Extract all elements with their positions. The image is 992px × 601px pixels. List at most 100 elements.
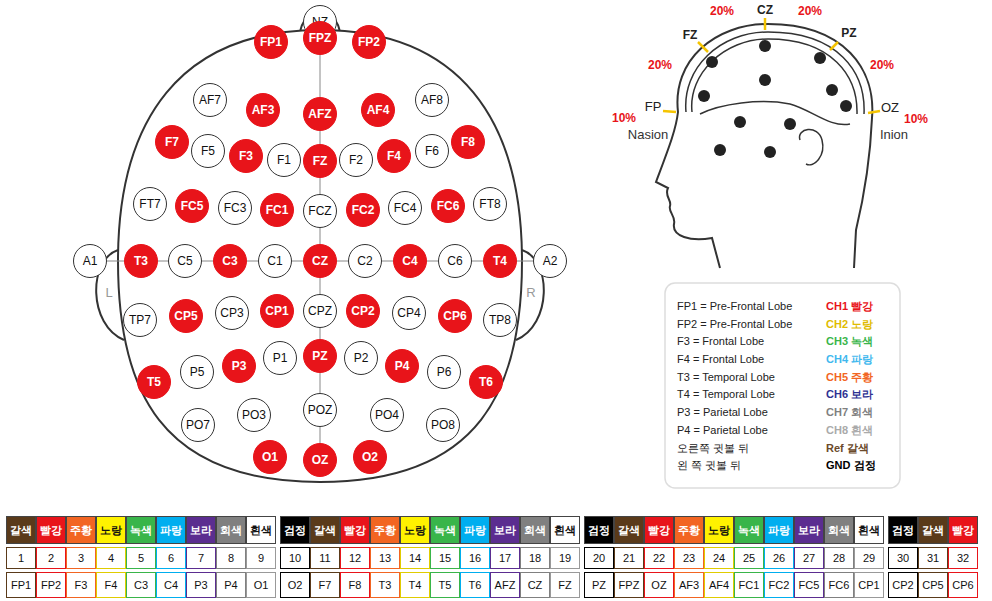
electrode-circle: T5 <box>137 365 171 399</box>
color-cell: 파랑 <box>764 516 794 544</box>
electrode-name: F3 <box>75 580 88 591</box>
electrode-circle: F8 <box>451 125 485 159</box>
electrode-circle: PO3 <box>237 398 271 432</box>
color-cell: 흰색 <box>246 516 276 544</box>
color-name: 녹색 <box>434 525 456 536</box>
color-name: 흰색 <box>250 525 272 536</box>
side-view-label: OZ <box>881 101 899 115</box>
electrode-circle: FC5 <box>175 189 209 223</box>
legend-channel: CH5 주황 <box>826 371 873 383</box>
electrode-label: CP1 <box>265 305 288 317</box>
electrode-name-cell: AF3 <box>674 572 704 598</box>
electrode-label: T6 <box>479 376 493 388</box>
color-name: 주황 <box>70 525 92 536</box>
channel-number: 19 <box>559 553 571 564</box>
channel-number: 8 <box>228 553 234 564</box>
electrode-circle: TP8 <box>483 303 517 337</box>
color-cell: 갈색 <box>614 516 644 544</box>
color-cell: 검정 <box>888 516 918 544</box>
color-cell: 주황 <box>66 516 96 544</box>
channel-number-cell: 16 <box>460 547 490 569</box>
channel-number-cell: 23 <box>674 547 704 569</box>
electrode-label: F3 <box>239 150 253 162</box>
channel-number-cell: 27 <box>794 547 824 569</box>
electrode-circle: P6 <box>427 355 461 389</box>
electrode-name-cell: AF4 <box>704 572 734 598</box>
electrode-label: AFZ <box>308 108 331 120</box>
electrode-circle: C6 <box>438 244 472 278</box>
electrode-circle: C4 <box>393 244 427 278</box>
electrode-circle: AF4 <box>361 93 395 127</box>
legend-channel: CH3 녹색 <box>826 335 873 347</box>
side-view-label: PZ <box>841 27 856 40</box>
color-name: 흰색 <box>858 525 880 536</box>
legend-site: P3 = Parietal Lobe <box>677 406 768 418</box>
electrode-name-cell: CP5 <box>918 572 948 598</box>
legend-channel: Ref 갈색 <box>826 442 869 454</box>
side-view-label: CZ <box>757 4 773 17</box>
legend-channel: CH8 흰색 <box>826 424 873 436</box>
electrode-circle: FT8 <box>473 187 507 221</box>
color-name: 보라 <box>190 525 212 536</box>
electrode-name: FZ <box>558 580 571 591</box>
channel-number-cell: 8 <box>216 547 246 569</box>
electrode-circle: F1 <box>267 143 301 177</box>
channel-number-cell: 21 <box>614 547 644 569</box>
electrode-circle: C3 <box>213 244 247 278</box>
channel-number: 29 <box>863 553 875 564</box>
electrode-circle: CP3 <box>215 296 249 330</box>
legend-channel: CH4 파랑 <box>826 353 873 365</box>
electrode-label: AF8 <box>421 94 443 106</box>
electrode-name: FC2 <box>769 580 790 591</box>
channel-number: 25 <box>743 553 755 564</box>
electrode-circle: T4 <box>483 244 517 278</box>
electrode-label: FC5 <box>181 200 204 212</box>
electrode-circle: F2 <box>339 143 373 177</box>
channel-number: 4 <box>108 553 114 564</box>
electrode-name: FP1 <box>11 580 31 591</box>
channel-number: 14 <box>409 553 421 564</box>
electrode-circle: TP7 <box>123 303 157 337</box>
electrode-circle: C1 <box>258 244 292 278</box>
color-name: 노랑 <box>100 525 122 536</box>
electrode-name-cell: O2 <box>280 572 310 598</box>
color-name: 빨강 <box>648 525 670 536</box>
electrode-name-cell: O1 <box>246 572 276 598</box>
electrode-name: AF4 <box>709 580 729 591</box>
electrode-circle: AFZ <box>303 97 337 131</box>
electrode-name-cell: FP2 <box>36 572 66 598</box>
electrode-label: P2 <box>354 352 369 364</box>
legend-site: T4 = Temporal Lobe <box>677 388 775 400</box>
electrode-name-cell: CP6 <box>948 572 978 598</box>
channel-number-cell: 31 <box>918 547 948 569</box>
head-outline <box>118 30 522 482</box>
electrode-name: FC6 <box>829 580 850 591</box>
electrode-name-cell: T4 <box>400 572 430 598</box>
side-view-label: FP <box>645 100 662 114</box>
electrode-name: F8 <box>349 580 362 591</box>
electrode-name-cell: F7 <box>310 572 340 598</box>
color-name: 갈색 <box>618 525 640 536</box>
color-cell: 갈색 <box>310 516 340 544</box>
electrode-circle: FC3 <box>218 191 252 225</box>
channel-number-cell: 18 <box>520 547 550 569</box>
electrode-label: TP8 <box>489 314 511 326</box>
electrode-label: C6 <box>447 255 462 267</box>
side-view-label: 20% <box>710 5 734 18</box>
side-view-label: Nasion <box>628 128 668 142</box>
electrode-circle: P3 <box>222 349 256 383</box>
color-cell: 노랑 <box>704 516 734 544</box>
legend-site: F4 = Frontal Lobe <box>677 353 764 365</box>
channel-number-cell: 15 <box>430 547 460 569</box>
channel-number-cell: 25 <box>734 547 764 569</box>
channel-number-cell: 20 <box>584 547 614 569</box>
channel-number-cell: 9 <box>246 547 276 569</box>
channel-number-cell: 1 <box>6 547 36 569</box>
electrode-circle: PZ <box>303 339 337 373</box>
ear-side <box>800 129 823 164</box>
electrode-label: F7 <box>165 136 179 148</box>
color-cell: 파랑 <box>460 516 490 544</box>
color-cell: 주황 <box>370 516 400 544</box>
electrode-circle: AF3 <box>246 93 280 127</box>
legend-channel: GND 검정 <box>826 459 876 471</box>
